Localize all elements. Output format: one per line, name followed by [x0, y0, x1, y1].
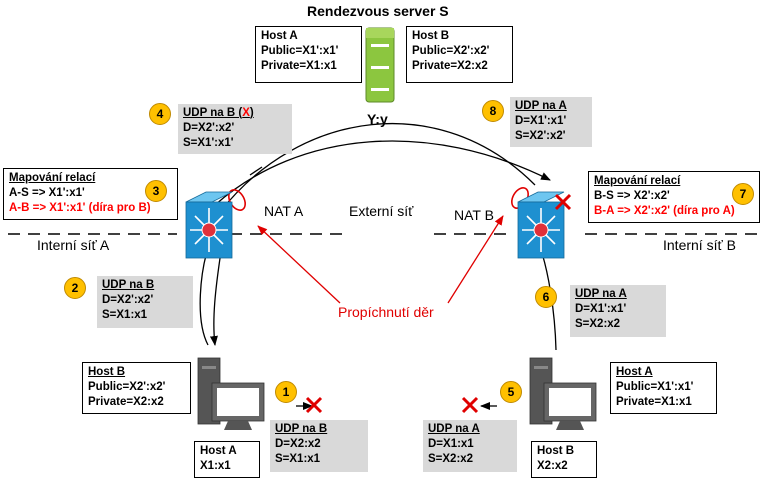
hole-arrow-b	[447, 215, 504, 304]
host-b-address: X2:x2	[537, 460, 568, 472]
hole-punching-label: Propíchnutí děr	[338, 304, 434, 320]
step-badge-2: 2	[64, 277, 86, 299]
mapping-a-line2: A-B => X1':x1' (díra pro B)	[9, 202, 151, 214]
peer-info-a-head: Host B	[88, 366, 126, 378]
message-step2-src: S=X1:x1	[102, 309, 148, 321]
message-step5-head: UDP na A	[428, 423, 480, 435]
peer-info-b-public: Public=X1':x1'	[616, 381, 694, 393]
step-badge-3: 3	[145, 180, 167, 202]
internal-network-b-label: Interní síť B	[663, 237, 736, 253]
server-table-b-line1: Host B	[412, 30, 450, 42]
peer-info-at-host-a: Host B Public=X2':x2' Private=X2:x2	[82, 362, 191, 414]
message-step4-head: UDP na B (X)	[183, 106, 287, 121]
server-table-a-line2: Public=X1':x1'	[261, 45, 339, 57]
host-b-label: Host B X2:x2	[531, 441, 597, 478]
server-table-host-a: Host A Public=X1':x1' Private=X1:x1	[255, 26, 362, 83]
host-a-address: X1:x1	[200, 460, 231, 472]
message-step6-head: UDP na A	[575, 288, 627, 300]
host-a-label: Host A X1:x1	[194, 441, 260, 478]
message-step5-src: S=X2:x2	[428, 453, 474, 465]
message-step1-dest: D=X2:x2	[275, 438, 321, 450]
router-nat-a-icon	[185, 191, 233, 259]
mapping-a-head: Mapování relací	[9, 172, 96, 184]
step-badge-5: 5	[500, 381, 522, 403]
step-badge-4: 4	[149, 103, 171, 125]
nat-a-label: NAT A	[264, 203, 304, 219]
path-natA-down	[209, 244, 223, 346]
nat-b-label: NAT B	[454, 207, 494, 223]
message-step5-dest: D=X1:x1	[428, 438, 474, 450]
arc-tick	[249, 166, 263, 176]
mapping-b-line2: B-A => X2':x2' (díra pro A)	[594, 205, 735, 217]
message-step4-dest: D=X2':x2'	[183, 122, 235, 134]
message-step5: UDP na A D=X1:x1 S=X2:x2	[423, 420, 517, 472]
step-badge-1: 1	[275, 381, 297, 403]
message-step2-dest: D=X2':x2'	[102, 294, 154, 306]
peer-info-a-private: Private=X2:x2	[88, 396, 164, 408]
mapping-a-line1: A-S => X1':x1'	[9, 187, 85, 199]
server-table-b-line2: Public=X2':x2'	[412, 45, 490, 57]
mapping-table-nat-b: Mapování relací B-S => X2':x2' B-A => X2…	[588, 171, 760, 223]
server-table-a-line1: Host A	[261, 30, 298, 42]
host-a-name: Host A	[200, 445, 237, 457]
server-table-a-line3: Private=X1:x1	[261, 60, 337, 72]
server-table-b-line3: Private=X2:x2	[412, 60, 488, 72]
message-step1: UDP na B D=X2:x2 S=X1:x1	[270, 420, 368, 472]
peer-info-b-head: Host A	[616, 366, 653, 378]
server-table-host-b: Host B Public=X2':x2' Private=X2:x2	[406, 26, 513, 83]
message-step8: UDP na A D=X1':x1' S=X2':x2'	[510, 97, 592, 147]
peer-info-at-host-b: Host A Public=X1':x1' Private=X1:x1	[610, 362, 717, 414]
internal-network-a-label: Interní síť A	[37, 237, 110, 253]
message-step4-src: S=X1':x1'	[183, 137, 234, 149]
peer-info-b-private: Private=X1:x1	[616, 396, 692, 408]
message-step6-dest: D=X1':x1'	[575, 303, 627, 315]
peer-info-a-public: Public=X2':x2'	[88, 381, 166, 393]
message-step1-src: S=X1:x1	[275, 453, 321, 465]
message-step1-head: UDP na B	[275, 423, 328, 435]
mapping-b-head: Mapování relací	[594, 175, 681, 187]
server-address: Y:y	[367, 111, 388, 127]
mapping-b-line1: B-S => X2':x2'	[594, 190, 670, 202]
server-icon	[365, 27, 395, 103]
pc-host-b-icon	[529, 357, 597, 430]
message-step4: UDP na B (X) D=X2':x2' S=X1':x1'	[178, 104, 292, 154]
message-step6: UDP na A D=X1':x1' S=X2:x2	[570, 285, 666, 337]
blocked-x-icon-step1	[305, 396, 323, 414]
router-nat-b-icon	[517, 191, 565, 259]
step-badge-6: 6	[535, 286, 557, 308]
arc-b-to-a	[219, 122, 536, 213]
server-title: Rendezvous server S	[307, 3, 449, 19]
message-step4-head-x: X	[242, 107, 250, 119]
message-step2-head: UDP na B	[102, 279, 155, 291]
message-step8-dest: D=X1':x1'	[515, 115, 567, 127]
step-badge-8: 8	[482, 100, 504, 122]
step-badge-7: 7	[732, 183, 754, 205]
message-step2: UDP na B D=X2':x2' S=X1:x1	[97, 276, 193, 328]
blocked-x-icon-nat-b	[554, 193, 572, 211]
blocked-x-icon-step5	[461, 396, 479, 414]
message-step8-src: S=X2':x2'	[515, 130, 566, 142]
message-step8-head: UDP na A	[515, 100, 567, 112]
hole-arrow-a	[257, 225, 341, 304]
message-step4-head-text: UDP na B (	[183, 107, 243, 119]
message-step6-src: S=X2:x2	[575, 318, 621, 330]
message-step4-head-tail: )	[249, 107, 254, 119]
pc-host-a-icon	[197, 357, 265, 430]
host-b-name: Host B	[537, 445, 575, 457]
external-network-label: Externí síť	[349, 203, 414, 219]
